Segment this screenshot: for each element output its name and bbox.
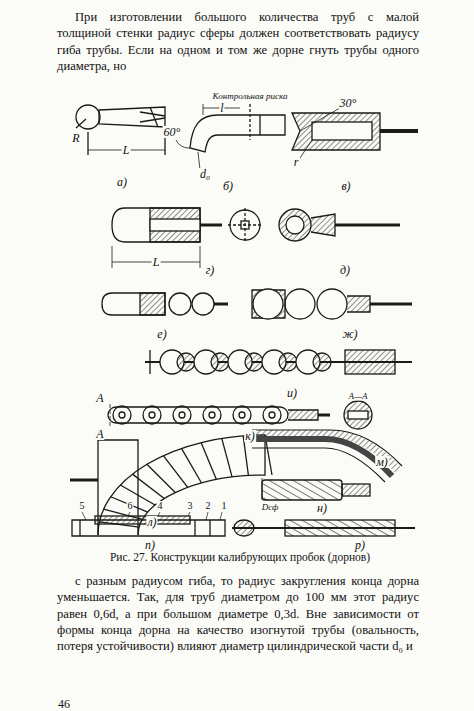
bent-tube-with-mandrel [252, 430, 402, 482]
figure-label: е) [156, 328, 167, 340]
figure-label: Dсф [261, 503, 280, 512]
figure-label: б) [222, 180, 234, 192]
flexible-mandrel [232, 520, 415, 536]
bent-mandrel [176, 104, 285, 170]
figure-label: L [122, 144, 131, 156]
figure-label: п) [144, 539, 156, 551]
figure-label: A [95, 428, 104, 440]
segment-chain-mandrel [145, 350, 412, 374]
figure-label: ж) [341, 328, 358, 340]
figure-label: r [293, 156, 300, 168]
figure-label: 30° [339, 97, 358, 109]
sleeve-mandrel [292, 108, 418, 158]
figure-label: 2 [205, 501, 212, 511]
figure-label: d₀ [199, 168, 211, 180]
three-ball-mandrel [252, 289, 412, 319]
hollow-mandrel [112, 208, 222, 268]
figure-label: р) [354, 539, 366, 551]
ball-joint-mandrel [228, 208, 400, 242]
roller-chain-mandrel [108, 401, 372, 429]
curved-segmented-mandrel [70, 435, 272, 535]
figure-label: л) [146, 516, 157, 528]
figure-label: и) [286, 387, 298, 399]
link-mandrel [102, 293, 228, 315]
figure-label: 60° [163, 126, 182, 138]
figure-label: 5 [79, 501, 86, 511]
figure-label: г) [205, 264, 216, 276]
figure-label: 6 [127, 501, 134, 511]
body-paragraph: При изготовлении большого количества тру… [57, 9, 419, 74]
page-number: 46 [58, 698, 70, 710]
figure-label: 1 [221, 501, 228, 511]
figure-caption: Рис. 27. Конструкции калибрующих пробок … [110, 552, 370, 564]
body-paragraph: с разным радиусом гиба, то радиус закруг… [57, 573, 419, 654]
figure-label: 3 [187, 501, 194, 511]
figure-label: а) [116, 176, 128, 188]
figure-label: l [219, 102, 224, 114]
figure-label: в) [340, 180, 351, 192]
assembled-mandrel [72, 512, 225, 536]
figure-label: к) [244, 430, 256, 442]
figure-label: Контрольная риска [212, 92, 289, 101]
figure-label: 4 [157, 501, 164, 511]
spiral-mandrel [262, 478, 370, 500]
figure-label: д) [339, 264, 351, 276]
ball-mandrel [76, 105, 165, 155]
figure-label: R [71, 132, 80, 144]
figure-label: A—A [348, 392, 369, 401]
figure-label: н) [316, 502, 328, 514]
figure-label: L [152, 256, 161, 268]
figure-label: A [95, 392, 104, 404]
figure-label: м) [375, 456, 389, 468]
